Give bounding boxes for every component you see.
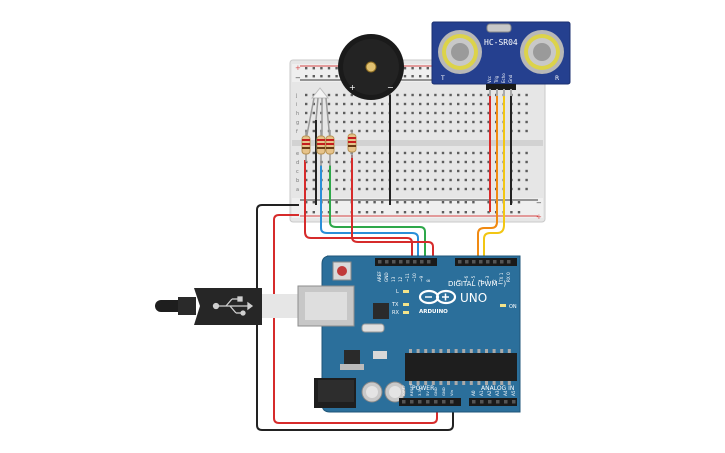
buzzer-plus-label: + bbox=[349, 83, 356, 92]
analog-header-label: ANALOG IN bbox=[481, 385, 514, 392]
resistor-2 bbox=[316, 130, 326, 166]
uno-label: UNO bbox=[460, 291, 487, 305]
power-header-label: POWER bbox=[412, 385, 434, 392]
digital-pin-label-12: ~3 bbox=[485, 275, 490, 282]
analog-pin-label-4: A4 bbox=[503, 390, 508, 396]
row-letter-c: c bbox=[296, 169, 299, 175]
sensor-corner-t: T bbox=[440, 75, 445, 82]
power-pin-label-2: 3.3V bbox=[417, 387, 422, 396]
wire-sensor-echo bbox=[483, 95, 505, 262]
sensor-pin-label-2: Echo bbox=[501, 73, 506, 83]
digital-header-label: DIGITAL (PWM~) bbox=[448, 280, 506, 288]
buzzer-minus-label: − bbox=[387, 83, 394, 92]
on-label: ON bbox=[509, 304, 517, 310]
led-label-l: L bbox=[396, 289, 399, 295]
row-letter-e: e bbox=[296, 151, 299, 157]
resistor-4 bbox=[347, 130, 357, 158]
digital-pin-label-13: 2 bbox=[492, 279, 497, 282]
row-letter-f: f bbox=[296, 129, 298, 135]
row-letter-d: d bbox=[296, 160, 299, 166]
analog-pin-label-1: A1 bbox=[479, 390, 484, 396]
analog-pin-label-2: A2 bbox=[487, 390, 492, 396]
usb-cable bbox=[155, 288, 300, 325]
led-label-rx: RX bbox=[392, 310, 399, 316]
digital-pin-label-5: ~10 bbox=[412, 273, 417, 282]
rgb-led bbox=[305, 87, 331, 141]
breadboard-row-letters: j i h g f e d c b a bbox=[295, 93, 299, 193]
digital-pin-label-2: 13 bbox=[391, 276, 396, 282]
digital-pin-label-7: 8 bbox=[426, 279, 431, 282]
rail-plus-label-bottom: + bbox=[536, 213, 542, 221]
wire-led-green bbox=[329, 165, 426, 262]
piezo-buzzer: + − bbox=[338, 34, 404, 100]
sensor-pins bbox=[489, 89, 512, 96]
capacitors bbox=[361, 381, 406, 403]
small-chip bbox=[373, 303, 389, 319]
wire-led-blue bbox=[320, 165, 419, 262]
analog-header bbox=[469, 398, 517, 406]
rail-minus-label-bottom: − bbox=[536, 199, 542, 207]
power-pin-label-5: GND bbox=[441, 387, 446, 396]
resistor-1 bbox=[301, 130, 311, 162]
rail-minus-label: − bbox=[295, 74, 301, 82]
atmega-chip bbox=[405, 349, 517, 385]
digital-pin-label-15: RX 0 bbox=[506, 272, 511, 282]
digital-pin-label-6: ~9 bbox=[419, 275, 424, 282]
led-label-tx: TX bbox=[391, 302, 399, 308]
digital-pin-label-11: 4 bbox=[478, 279, 483, 282]
rail-plus-label: + bbox=[295, 64, 301, 72]
digital-pin-label-4: ~11 bbox=[405, 273, 410, 282]
usb-icon bbox=[212, 296, 254, 316]
wire-led-red bbox=[304, 160, 413, 262]
digital-pin-label-14: TX 1 bbox=[499, 272, 504, 283]
power-pin-label-4: GND bbox=[433, 387, 438, 396]
power-pin-label-1: RESET bbox=[409, 383, 414, 396]
wire-gnd bbox=[256, 204, 454, 431]
analog-pin-label-3: A3 bbox=[495, 390, 500, 396]
row-letter-g: g bbox=[296, 120, 299, 126]
reset-button bbox=[332, 261, 352, 281]
digital-pin-label-0: AREF bbox=[377, 271, 382, 282]
resistors bbox=[301, 130, 357, 166]
digital-pin-label-1: GND bbox=[384, 272, 389, 282]
analog-pin-label-5: A5 bbox=[511, 390, 516, 396]
row-letter-i: i bbox=[296, 102, 297, 108]
analog-pin-label-0: A0 bbox=[471, 390, 476, 396]
digital-pin-label-3: 12 bbox=[398, 276, 403, 282]
row-letter-j: j bbox=[295, 93, 297, 99]
sensor-corner-r: R bbox=[555, 75, 559, 82]
row-letter-b: b bbox=[296, 178, 299, 184]
row-letter-h: h bbox=[296, 111, 299, 117]
power-pin-label-6: Vin bbox=[449, 389, 454, 396]
wire-buzzer bbox=[351, 155, 434, 262]
status-leds: L TX RX ON bbox=[391, 289, 517, 316]
wire-sensor-trig bbox=[477, 95, 498, 262]
power-pin-label-0: IOREF bbox=[401, 385, 406, 396]
sensor-model-label: HC-SR04 bbox=[484, 38, 518, 47]
arduino-logo bbox=[418, 289, 457, 305]
row-letter-a: a bbox=[296, 187, 299, 193]
resistor-3 bbox=[325, 130, 335, 166]
digital-pin-label-10: ~5 bbox=[471, 275, 476, 282]
digital-pin-label-8: 7 bbox=[457, 279, 462, 282]
sensor-pin-label-0: Vcc bbox=[487, 76, 492, 83]
power-pin-label-3: 5V bbox=[425, 391, 430, 396]
power-header bbox=[399, 398, 461, 406]
wires bbox=[256, 95, 512, 431]
arduino-brand-label: ARDUINO bbox=[419, 309, 448, 315]
digital-pin-label-9: ~6 bbox=[464, 275, 469, 282]
wire-5v bbox=[273, 214, 438, 424]
sensor-pin-label-3: Gnd bbox=[508, 74, 513, 83]
sensor-pin-label-1: Trig bbox=[494, 75, 499, 84]
